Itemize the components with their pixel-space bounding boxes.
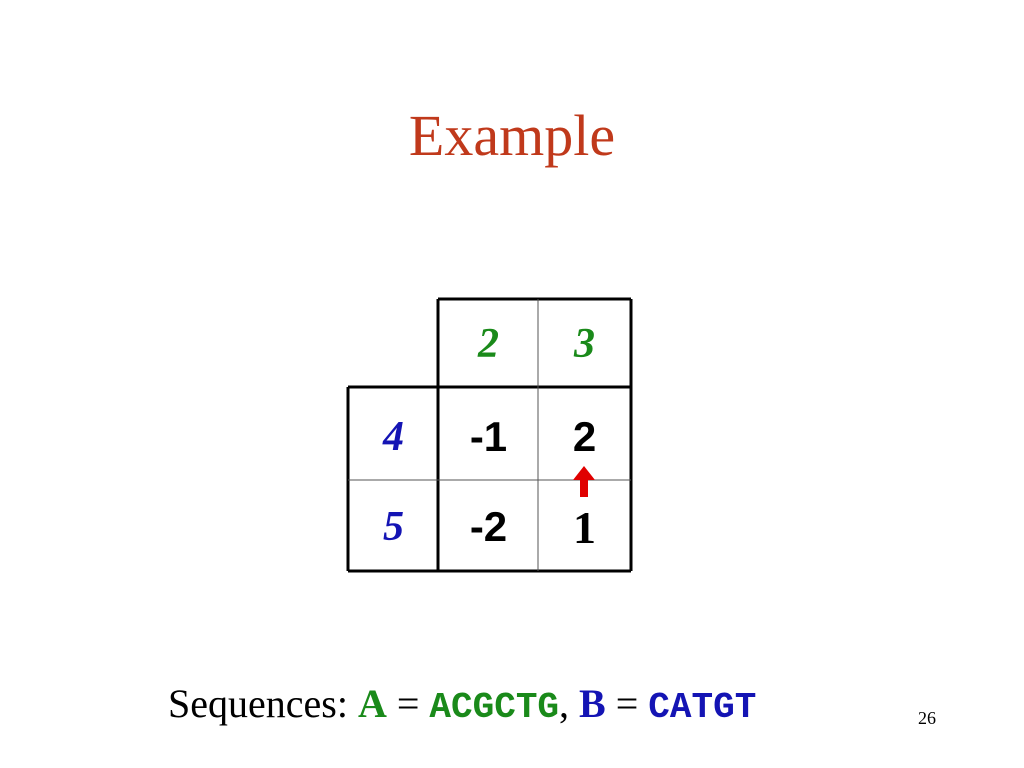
sequences-line: Sequences: A = ACGCTG , B = CATGT — [168, 680, 756, 736]
row-header-2: 5 — [383, 504, 404, 550]
up-arrow-icon — [573, 466, 595, 497]
cell-r1-c2: 2 — [572, 413, 597, 460]
cell-r1-c1: -1 — [469, 413, 508, 460]
sequence-b-label: B — [579, 681, 606, 726]
sequence-a-value: ACGCTG — [429, 687, 560, 728]
sequence-b-value: CATGT — [648, 687, 757, 728]
slide-title: Example — [408, 103, 616, 168]
sequences-prefix: Sequences: — [168, 681, 358, 726]
sequence-b-equals: = — [605, 681, 649, 726]
sequence-a-label: A — [357, 681, 387, 726]
column-header-2: 3 — [574, 321, 595, 367]
cell-r2-c1: -2 — [469, 503, 508, 550]
row-header-1: 4 — [383, 414, 404, 460]
page-number: 26 — [918, 708, 936, 728]
sequence-a-equals: = — [386, 681, 430, 726]
sequence-separator: , — [559, 681, 580, 726]
cell-r2-c2: 1 — [573, 502, 596, 553]
column-header-1: 2 — [478, 321, 499, 367]
